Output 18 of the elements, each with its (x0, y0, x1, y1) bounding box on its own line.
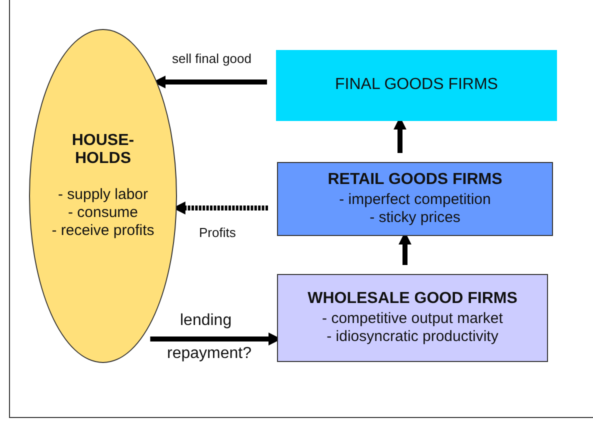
note-text: repayment? (167, 345, 252, 363)
bullet-text: - consume (68, 204, 138, 222)
edge-label: Profits (199, 226, 236, 240)
bullet-text: - competitive output market (322, 310, 503, 328)
edge-label: sell final good (172, 52, 252, 66)
heading: HOUSE- HOLDS (70, 132, 136, 168)
bullet-text: - imperfect competition (339, 191, 491, 210)
edge-label: lending (180, 312, 232, 330)
bullet-text: - idiosyncratic productivity (326, 328, 498, 346)
heading: FINAL GOODS FIRMS (335, 76, 498, 95)
heading: WHOLESALE GOOD FIRMS (308, 290, 518, 308)
firm-box (276, 50, 557, 121)
bullet-text: - supply labor (58, 186, 148, 204)
bullet-text: - sticky prices (370, 209, 460, 228)
firm-box (277, 162, 553, 236)
firm-box (277, 274, 548, 362)
heading: RETAIL GOODS FIRMS (328, 170, 502, 190)
bullet-text: - receive profits (52, 222, 154, 240)
